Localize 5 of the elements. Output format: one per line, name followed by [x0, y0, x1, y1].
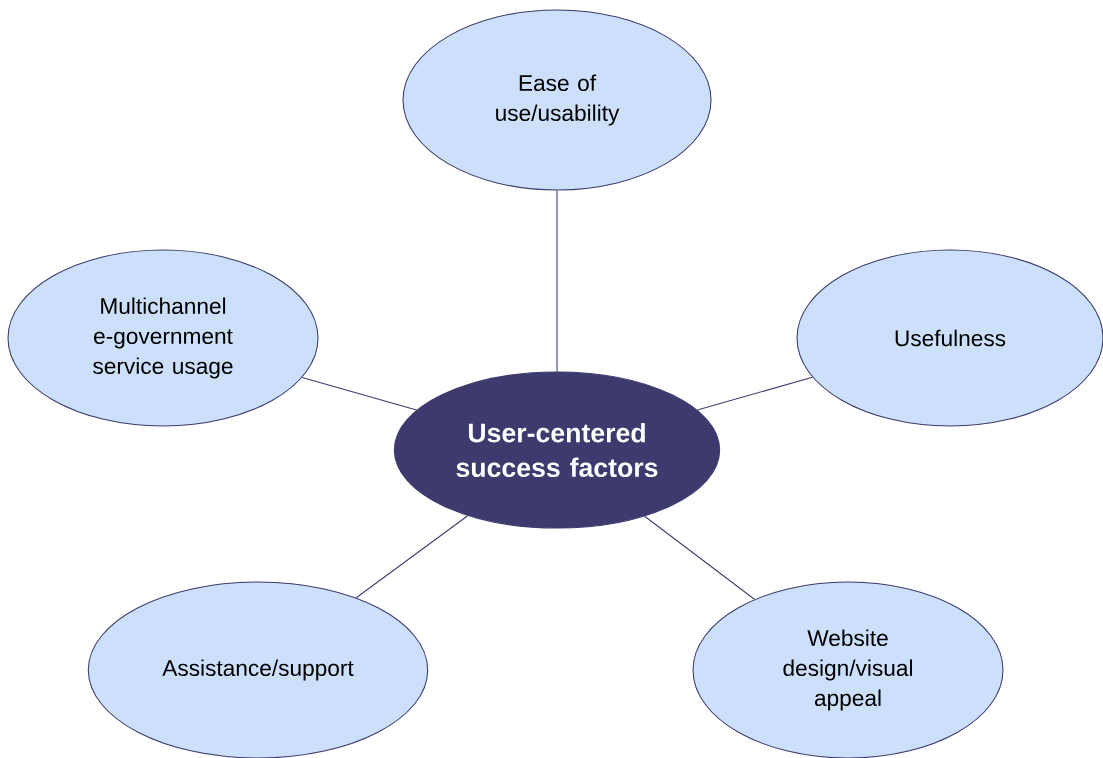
connector-line [696, 376, 813, 411]
connector-line [301, 377, 418, 411]
connector-line [644, 515, 755, 600]
connector-line [556, 190, 558, 372]
connector-line [355, 515, 469, 599]
